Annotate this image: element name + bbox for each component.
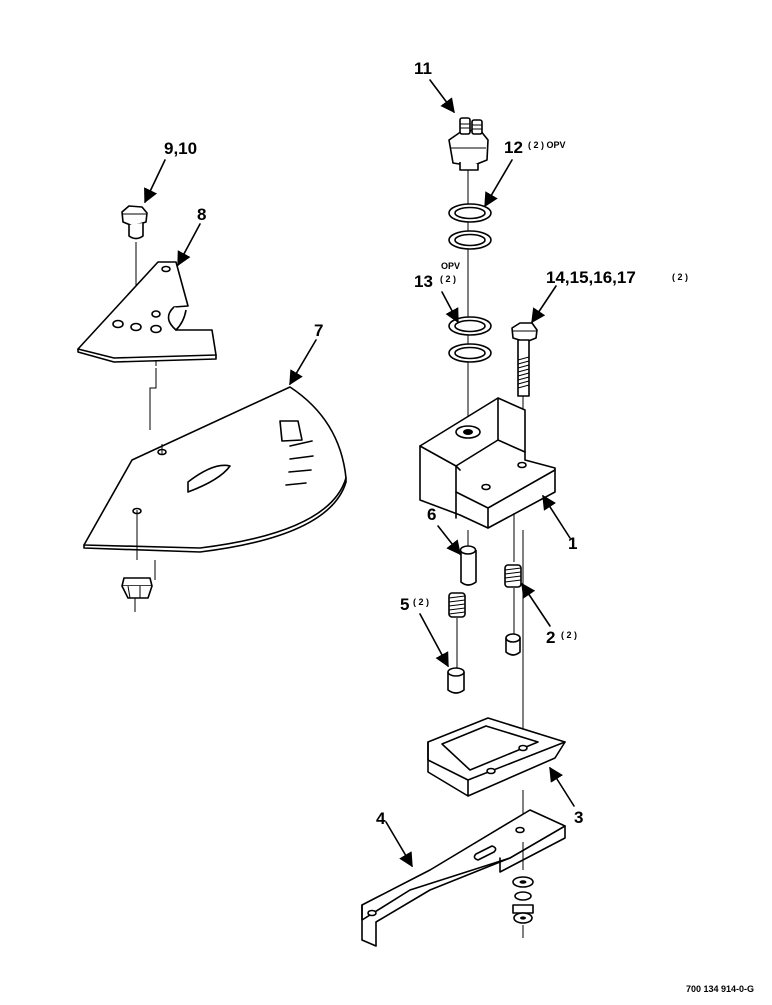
arrow-14-17 xyxy=(531,285,557,324)
orings-13 xyxy=(448,316,492,363)
callout-1: 1 xyxy=(568,534,577,553)
callout-14-17: 14,15,16,17 xyxy=(546,268,636,287)
washer-stack xyxy=(512,876,534,924)
callout-3: 3 xyxy=(574,808,583,827)
callout-6: 6 xyxy=(427,505,436,524)
arrow-12 xyxy=(484,159,513,208)
pin-6 xyxy=(459,545,477,586)
callout-11: 11 xyxy=(414,59,432,78)
fitting-11 xyxy=(448,117,489,171)
plate-8 xyxy=(77,261,217,363)
pin-5-lower xyxy=(447,667,465,694)
callout-4: 4 xyxy=(376,809,386,828)
bolt-14-17 xyxy=(511,322,538,397)
callout-2: 2 xyxy=(546,628,555,647)
callout-13-opv: OPV xyxy=(441,261,460,271)
arrow-1 xyxy=(542,494,571,539)
insert-5 xyxy=(448,592,466,618)
callout-12-sub: ( 2 ) OPV xyxy=(528,140,566,150)
callout-12: 12 xyxy=(504,138,523,157)
arrow-2 xyxy=(521,582,551,627)
drawing-number: 700 134 914-0-G xyxy=(686,984,754,994)
arrow-11 xyxy=(429,79,455,114)
callout-14-17-sub: ( 2 ) xyxy=(672,272,688,282)
callout-5: 5 xyxy=(400,595,409,614)
centerline-8-7a xyxy=(149,368,157,430)
callout-5-sub: ( 2 ) xyxy=(413,597,429,607)
block-1 xyxy=(419,397,556,529)
orings-12 xyxy=(448,203,492,250)
arrow-5 xyxy=(419,613,449,668)
arrow-8 xyxy=(177,223,201,267)
plate-7 xyxy=(83,386,347,553)
pin-2-lower xyxy=(505,633,521,656)
arrow-4 xyxy=(385,821,413,868)
arrow-3 xyxy=(549,766,575,807)
arrow-7 xyxy=(289,339,317,386)
bracket-3 xyxy=(427,717,566,797)
arrow-6 xyxy=(437,525,461,556)
callout-8: 8 xyxy=(197,205,206,224)
callout-7: 7 xyxy=(314,321,323,340)
callout-9-10: 9,10 xyxy=(164,139,197,158)
bar-4 xyxy=(361,809,566,947)
callout-13-sub: ( 2 ) xyxy=(440,274,456,284)
arrow-9-10 xyxy=(144,159,166,204)
callout-13: 13 xyxy=(414,272,433,291)
nut-bottom-left xyxy=(121,577,153,599)
bolt-9-10 xyxy=(121,205,148,240)
callout-2-sub: ( 2 ) xyxy=(561,630,577,640)
insert-2 xyxy=(504,564,522,588)
arrow-13 xyxy=(441,291,459,324)
